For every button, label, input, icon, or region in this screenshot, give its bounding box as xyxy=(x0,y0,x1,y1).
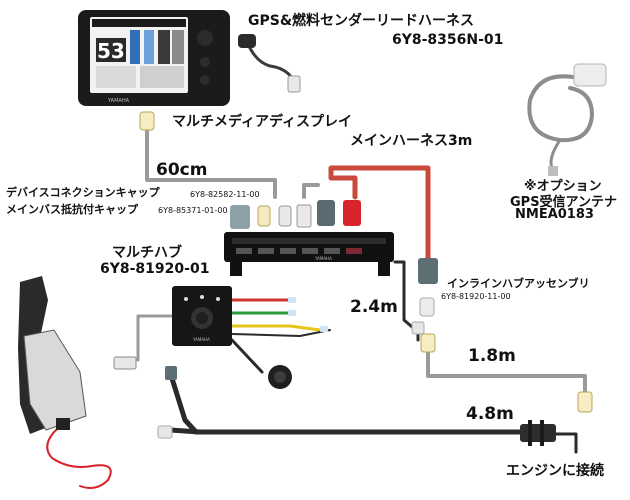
display-speed-value: 53 xyxy=(97,39,125,63)
display-lead-cable xyxy=(145,128,277,199)
antenna-cable-lead xyxy=(549,138,562,170)
cable-4.8m-tail xyxy=(167,427,203,435)
remote-control-lever xyxy=(18,276,87,434)
hub-brand: YAMAHA xyxy=(314,256,332,261)
option-label-2: GPS受信アンテナ xyxy=(510,195,618,210)
display-brand: YAMAHA xyxy=(107,98,130,104)
cap-part-2: 6Y8-85371-01-00 xyxy=(158,206,228,215)
display-plug xyxy=(139,111,155,131)
length-2.4m: 2.4m xyxy=(350,297,398,317)
display-button-icon xyxy=(200,75,210,85)
multi-hub: YAMAHA xyxy=(224,200,394,276)
gps-harness-connector xyxy=(238,34,301,93)
wire-yellow xyxy=(230,324,322,332)
length-4.8m: 4.8m xyxy=(466,404,514,424)
engine-connector xyxy=(157,366,556,446)
wire-black xyxy=(231,329,331,337)
cap-label-1: デバイスコネクションキャップ xyxy=(6,186,160,199)
key-switch-panel: YAMAHA xyxy=(113,286,328,389)
panel-brand: YAMAHA xyxy=(192,337,210,342)
engine-connect-label: エンジンに接続 xyxy=(506,463,604,479)
engine-cable-drop xyxy=(552,432,578,454)
gps-harness-title: GPS&燃料センダーリードハーネス xyxy=(248,13,475,29)
dpad-icon xyxy=(197,30,213,46)
option-label-3: NMEA0183 xyxy=(515,207,594,222)
cap-part-1: 6Y8-82582-11-00 xyxy=(190,190,260,199)
connection-caps xyxy=(230,205,292,229)
hub-title: マルチハブ xyxy=(112,245,182,261)
cable-4.8m xyxy=(167,369,523,435)
gps-harness-lead xyxy=(246,42,294,80)
main-harness-label: メインハーネス3m xyxy=(350,133,473,149)
wire-black-2 xyxy=(230,338,264,374)
lanyard-coil xyxy=(46,427,112,489)
cable-2.4m xyxy=(393,260,420,342)
main-harness-cable xyxy=(328,165,431,261)
cables xyxy=(46,42,594,489)
option-label-1: ※オプション xyxy=(524,179,602,194)
inline-hub-label: インラインハブアッセンブリ xyxy=(447,277,590,290)
inline-hub-part: 6Y8-81920-11-00 xyxy=(441,292,511,301)
gps-harness-cable xyxy=(302,183,320,199)
multimedia-display: 53 YAMAHA xyxy=(78,10,230,106)
cap-label-2: メインバス抵抗付キャップ xyxy=(6,203,138,216)
length-60cm: 60cm xyxy=(156,160,208,180)
cable-1.8m xyxy=(426,346,587,394)
panel-grey-lead xyxy=(136,314,174,362)
red-cap-icon xyxy=(343,200,361,226)
gps-antenna xyxy=(548,63,607,176)
display-button-icon xyxy=(200,57,210,67)
display-title: マルチメディアディスプレイ xyxy=(172,114,353,130)
length-1.8m: 1.8m xyxy=(468,346,516,366)
inline-hub xyxy=(411,258,593,413)
hub-part: 6Y8-81920-01 xyxy=(100,261,210,277)
gps-harness-part: 6Y8-8356N-01 xyxy=(392,32,504,48)
